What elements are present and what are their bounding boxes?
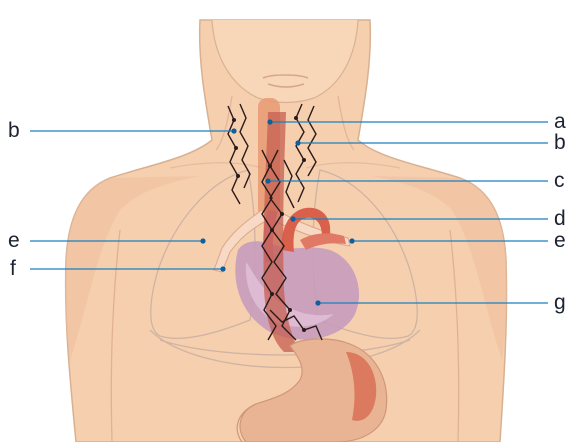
leader-dot-right-g [315, 300, 320, 305]
label-left-f: f [10, 258, 16, 279]
leader-dot-right-b [295, 140, 300, 145]
lymph-node [236, 174, 240, 178]
leader-dot-right-d [290, 216, 295, 221]
leader-dot-right-c [265, 178, 270, 183]
lymph-node [270, 228, 274, 232]
label-right-e: e [554, 230, 566, 251]
label-right-g: g [554, 292, 566, 313]
lymph-node [232, 118, 236, 122]
leader-dot-left-f [220, 266, 225, 271]
leader-dot-right-a [267, 119, 272, 124]
lymph-node [288, 308, 292, 312]
lymph-node [294, 116, 298, 120]
label-right-c: c [554, 170, 565, 191]
label-right-d: d [554, 208, 566, 229]
leader-dot-left-b [231, 128, 236, 133]
lymph-node [302, 158, 306, 162]
lymph-node [268, 164, 272, 168]
leader-dot-left-e [200, 238, 205, 243]
label-right-a: a [554, 111, 566, 132]
lymph-node [280, 212, 284, 216]
lymph-node [302, 328, 306, 332]
lymph-node [234, 146, 238, 150]
lymph-node [270, 292, 274, 296]
label-right-b: b [554, 132, 566, 153]
leader-dot-right-e [349, 238, 354, 243]
label-left-b: b [8, 120, 20, 141]
label-left-e: e [8, 230, 20, 251]
